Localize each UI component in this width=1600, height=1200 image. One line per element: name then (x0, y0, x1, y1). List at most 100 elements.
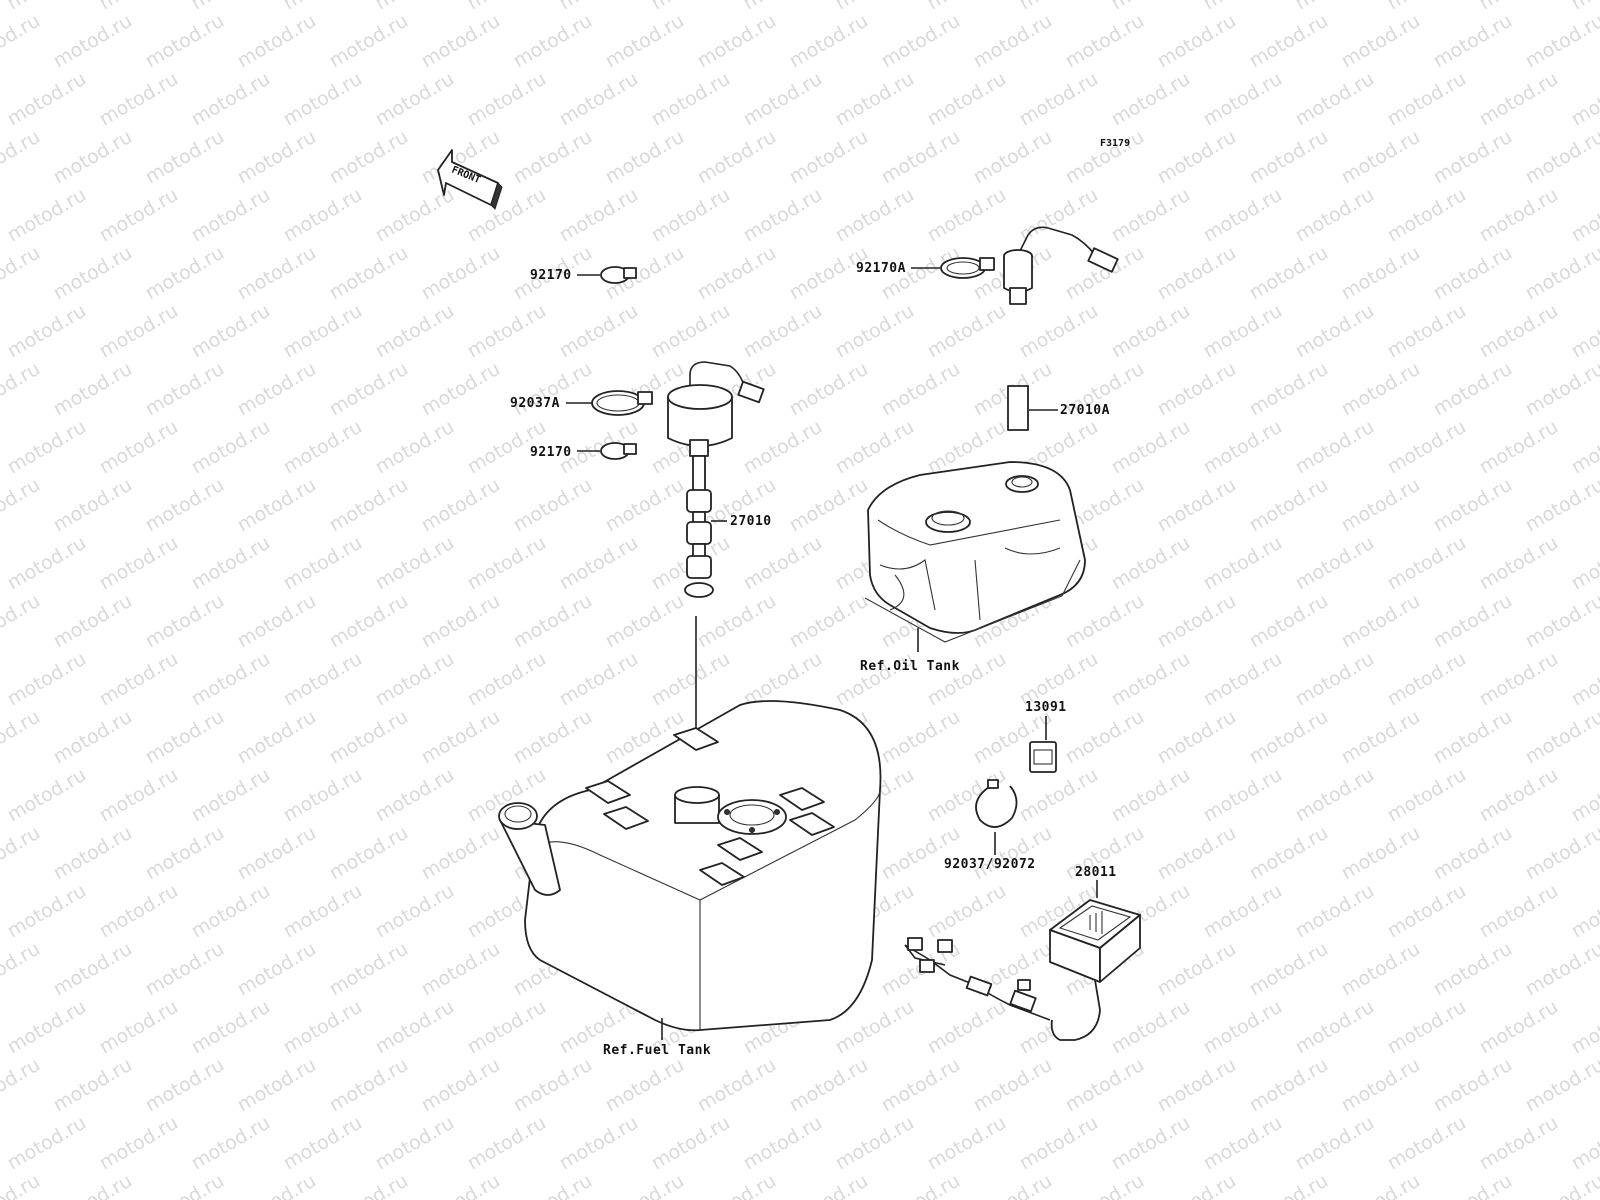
watermark-text: motod.ru (372, 416, 458, 479)
watermark-text: motod.ru (832, 68, 918, 131)
watermark-text: motod.ru (234, 358, 320, 421)
watermark-text: motod.ru (280, 184, 366, 247)
watermark-text: motod.ru (280, 880, 366, 943)
oil-level-sender-27010A (1003, 226, 1119, 431)
watermark-text: motod.ru (1476, 68, 1562, 131)
watermark-text: motod.ru (234, 474, 320, 537)
watermark-text: motod.ru (1338, 358, 1424, 421)
watermark-text: motod.ru (0, 242, 44, 305)
watermark-text: motod.ru (50, 1054, 136, 1117)
watermark-text: motod.ru (740, 0, 826, 14)
watermark-text: motod.ru (1154, 242, 1240, 305)
watermark-text: motod.ru (1292, 68, 1378, 131)
watermark-text: motod.ru (326, 706, 412, 769)
label-92037-92072: 92037/92072 (944, 857, 1036, 872)
watermark-text: motod.ru (418, 706, 504, 769)
watermark-text: motod.ru (786, 1054, 872, 1117)
watermark-text: motod.ru (234, 1170, 320, 1200)
watermark-text: motod.ru (1246, 822, 1332, 885)
watermark-text: motod.ru (0, 474, 44, 537)
watermark-text: motod.ru (50, 706, 136, 769)
watermark-text: motod.ru (1016, 764, 1102, 827)
label-92037A: 92037A (510, 396, 560, 411)
label-28011: 28011 (1075, 865, 1117, 880)
watermark-text: motod.ru (188, 1112, 274, 1175)
watermark-text: motod.ru (4, 996, 90, 1059)
watermark-text: motod.ru (510, 1170, 596, 1200)
watermark-text: motod.ru (188, 416, 274, 479)
watermark-text: motod.ru (1292, 300, 1378, 363)
watermark-text: motod.ru (878, 822, 964, 885)
watermark-text: motod.ru (1338, 822, 1424, 885)
watermark-text: motod.ru (786, 474, 872, 537)
watermark-text: motod.ru (1430, 358, 1516, 421)
watermark-text: motod.ru (1384, 68, 1470, 131)
watermark-text: motod.ru (142, 822, 228, 885)
watermark-text: motod.ru (464, 300, 550, 363)
watermark-text: motod.ru (326, 1054, 412, 1117)
watermark-text: motod.ru (1062, 1054, 1148, 1117)
watermark-text: motod.ru (832, 648, 918, 711)
watermark-text: motod.ru (50, 822, 136, 885)
watermark-text: motod.ru (1200, 0, 1286, 14)
watermark-text: motod.ru (1384, 300, 1470, 363)
watermark-text: motod.ru (1154, 1170, 1240, 1200)
watermark-text: motod.ru (878, 10, 964, 73)
watermark-text: motod.ru (1200, 416, 1286, 479)
watermark-text: motod.ru (4, 880, 90, 943)
watermark-text: motod.ru (418, 242, 504, 305)
watermark-text: motod.ru (602, 1170, 688, 1200)
watermark-text: motod.ru (1476, 416, 1562, 479)
watermark-text: motod.ru (234, 590, 320, 653)
watermark-text: motod.ru (1246, 474, 1332, 537)
watermark-text: motod.ru (1476, 300, 1562, 363)
watermark-text: motod.ru (694, 590, 780, 653)
watermark-text: motod.ru (1154, 938, 1240, 1001)
watermark-text: motod.ru (694, 1170, 780, 1200)
band-92037-92072 (975, 779, 1018, 855)
watermark-text: motod.ru (602, 1054, 688, 1117)
watermark-text: motod.ru (4, 300, 90, 363)
watermark-text: motod.ru (372, 880, 458, 943)
watermark-text: motod.ru (1568, 416, 1600, 479)
watermark-text: motod.ru (1430, 126, 1516, 189)
watermark-text: motod.ru (1246, 938, 1332, 1001)
watermark-text: motod.ru (556, 532, 642, 595)
watermark-text: motod.ru (464, 1112, 550, 1175)
watermark-text: motod.ru (602, 590, 688, 653)
watermark-text: motod.ru (924, 184, 1010, 247)
watermark-text: motod.ru (1246, 358, 1332, 421)
watermark-text: motod.ru (1568, 300, 1600, 363)
watermark-text: motod.ru (50, 126, 136, 189)
watermark-text: motod.ru (832, 1112, 918, 1175)
watermark-text: motod.ru (1108, 532, 1194, 595)
watermark-text: motod.ru (1108, 996, 1194, 1059)
watermark-text: motod.ru (1062, 590, 1148, 653)
watermark-text: motod.ru (1246, 590, 1332, 653)
watermark-text: motod.ru (96, 648, 182, 711)
watermark-text: motod.ru (924, 996, 1010, 1059)
watermark-text: motod.ru (878, 358, 964, 421)
watermark-text: motod.ru (1108, 0, 1194, 14)
watermark-text: motod.ru (326, 242, 412, 305)
watermark-text: motod.ru (1062, 242, 1148, 305)
watermark-text: motod.ru (510, 706, 596, 769)
watermark-text: motod.ru (602, 474, 688, 537)
watermark-text: motod.ru (326, 1170, 412, 1200)
watermark-text: motod.ru (188, 0, 274, 14)
watermark-text: motod.ru (234, 822, 320, 885)
watermark-text: motod.ru (1522, 358, 1600, 421)
watermark-text: motod.ru (142, 590, 228, 653)
fuel-level-sender-27010 (667, 361, 765, 598)
watermark-text: motod.ru (1568, 764, 1600, 827)
watermark-text: motod.ru (1568, 1112, 1600, 1175)
watermark-text: motod.ru (280, 996, 366, 1059)
watermark-text: motod.ru (970, 1170, 1056, 1200)
ref-oil-tank: Ref.Oil Tank (860, 659, 960, 674)
watermark-text: motod.ru (1522, 1170, 1600, 1200)
ref-fuel-tank: Ref.Fuel Tank (603, 1043, 711, 1058)
watermark-text: motod.ru (648, 648, 734, 711)
watermark-text: motod.ru (142, 10, 228, 73)
watermark-text: motod.ru (1200, 648, 1286, 711)
watermark-text: motod.ru (326, 126, 412, 189)
